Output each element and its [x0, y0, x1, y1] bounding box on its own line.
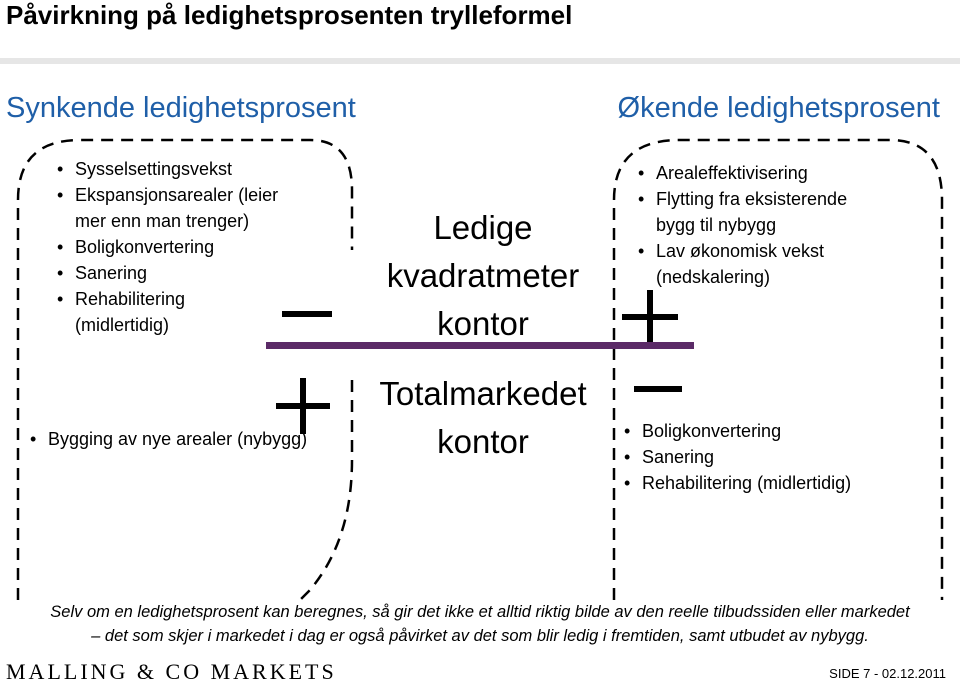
left-dashed-frame	[16, 138, 354, 601]
right-plus-sign-v	[647, 290, 653, 342]
numerator-text: Ledige kvadratmeter kontor	[386, 209, 580, 342]
page-title: Påvirkning på ledighetsprosenten tryllef…	[6, 0, 573, 30]
list-item: Rehabilitering (midlertidig)	[622, 470, 851, 496]
list-item: Sanering	[55, 260, 278, 286]
slide-number: SIDE 7 - 02.12.2011	[829, 666, 946, 681]
right-minus-sign	[634, 386, 682, 392]
right-plus-list: Arealeffektivisering Flytting fra eksist…	[636, 160, 847, 290]
left-minus-sign	[282, 311, 332, 317]
list-item: Boligkonvertering	[55, 234, 278, 260]
right-minus-list: Boligkonvertering Sanering Rehabiliterin…	[622, 418, 851, 496]
list-item: Bygging av nye arealer (nybygg)	[28, 426, 307, 452]
list-item: Sanering	[622, 444, 851, 470]
right-heading: Økende ledighetsprosent	[617, 92, 940, 124]
header-divider	[0, 58, 960, 64]
fraction-bar	[266, 342, 694, 349]
list-item: Arealeffektivisering	[636, 160, 847, 186]
list-item: Lav økonomisk vekst(nedskalering)	[636, 238, 847, 290]
denominator-text: Totalmarkedet kontor	[379, 375, 587, 460]
right-dashed-frame	[612, 138, 944, 600]
left-plus-list: Bygging av nye arealer (nybygg)	[28, 426, 307, 452]
left-plus-sign-v	[300, 378, 306, 434]
list-item: Sysselsettingsvekst	[55, 156, 278, 182]
footnote: Selv om en ledighetsprosent kan beregnes…	[50, 603, 910, 645]
left-heading: Synkende ledighetsprosent	[6, 92, 356, 124]
list-item: Rehabilitering(midlertidig)	[55, 286, 278, 338]
company-logo: MALLING & CO MARKETS	[6, 659, 337, 684]
list-item: Boligkonvertering	[622, 418, 851, 444]
left-minus-list: Sysselsettingsvekst Ekspansjonsarealer (…	[55, 156, 278, 338]
